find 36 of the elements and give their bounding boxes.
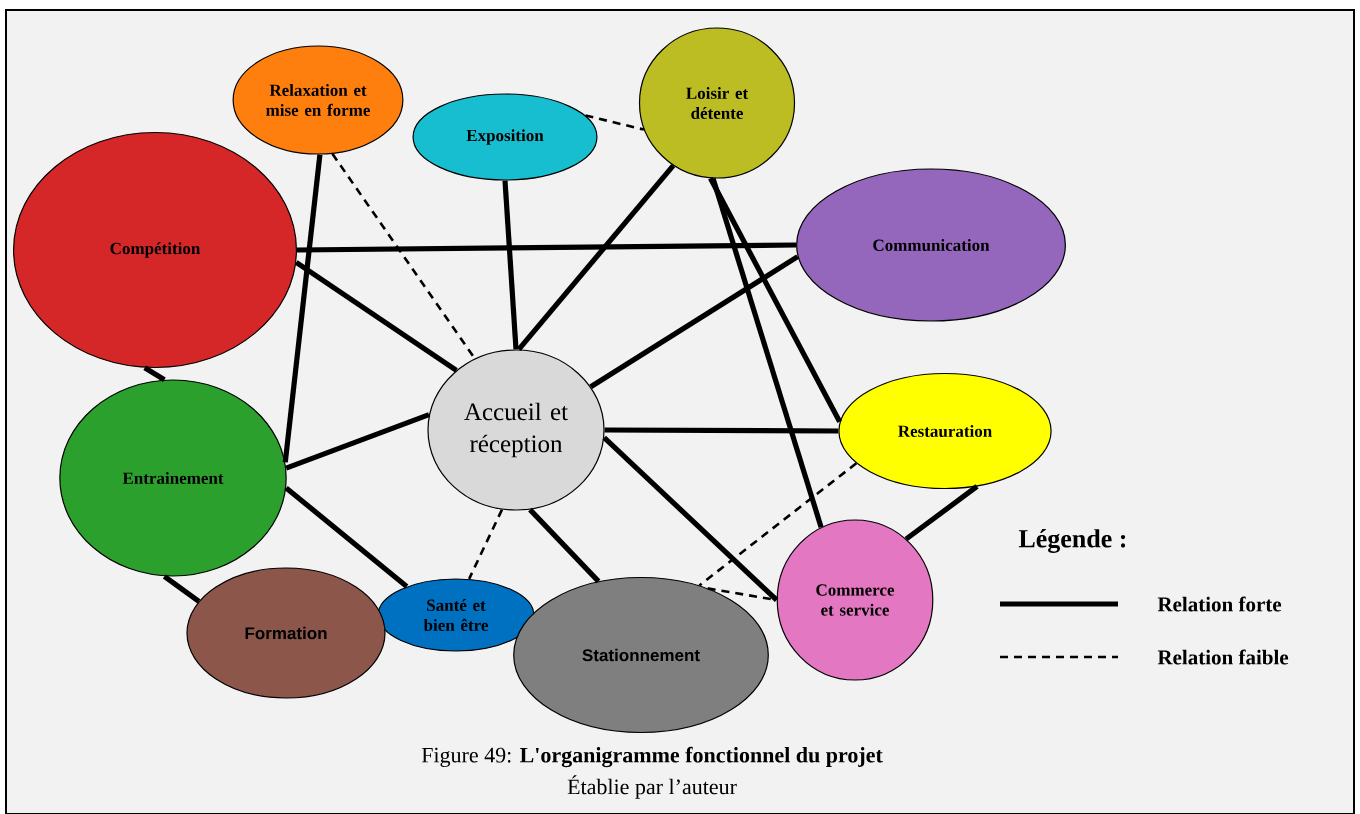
connector-line bbox=[143, 365, 166, 382]
legend-text: Relation forte bbox=[1157, 596, 1282, 612]
connector-line bbox=[604, 427, 839, 434]
connector-line bbox=[282, 154, 323, 463]
connector-line bbox=[162, 574, 201, 604]
connector-line bbox=[602, 435, 779, 602]
ellipse-node: Loisir et détente bbox=[638, 27, 796, 179]
legend-text: Relation faible bbox=[1157, 649, 1289, 665]
ellipse-node: Santé et bien être bbox=[377, 578, 535, 652]
connector-line bbox=[528, 507, 601, 584]
connector-line bbox=[589, 254, 800, 389]
connector-line bbox=[297, 242, 797, 253]
ellipse-node: Restauration bbox=[838, 372, 1052, 490]
legend-title: Légende : bbox=[1018, 529, 1126, 553]
connector-line bbox=[710, 177, 824, 529]
connector-line bbox=[502, 180, 519, 350]
connector-line bbox=[284, 485, 409, 589]
ellipse-node: Stationnement bbox=[513, 576, 769, 734]
ellipse-node: Entrainement bbox=[59, 379, 287, 577]
connector-line bbox=[585, 114, 645, 131]
connector-line bbox=[708, 177, 842, 423]
ellipse-node: Accueil et réception bbox=[427, 349, 605, 511]
ellipse-node: Communication bbox=[796, 168, 1066, 322]
ellipse-node: Formation bbox=[186, 567, 386, 699]
ellipse-node: Relaxation et mise en forme bbox=[232, 45, 404, 155]
connector-line bbox=[698, 462, 858, 587]
ellipse-node: Exposition bbox=[412, 93, 598, 181]
connector-line bbox=[294, 260, 458, 373]
connector-line bbox=[467, 509, 504, 580]
ellipse-node: Commerce et service bbox=[776, 519, 934, 681]
connector-line bbox=[516, 163, 676, 352]
source-note: Établie par l’auteur bbox=[567, 775, 737, 799]
connector-line bbox=[904, 484, 979, 542]
caption: Figure 49: L'organigramme fonctionnel du projet bbox=[421, 746, 883, 768]
ellipse-node: Compétition bbox=[13, 131, 298, 369]
connector-line bbox=[285, 412, 430, 471]
